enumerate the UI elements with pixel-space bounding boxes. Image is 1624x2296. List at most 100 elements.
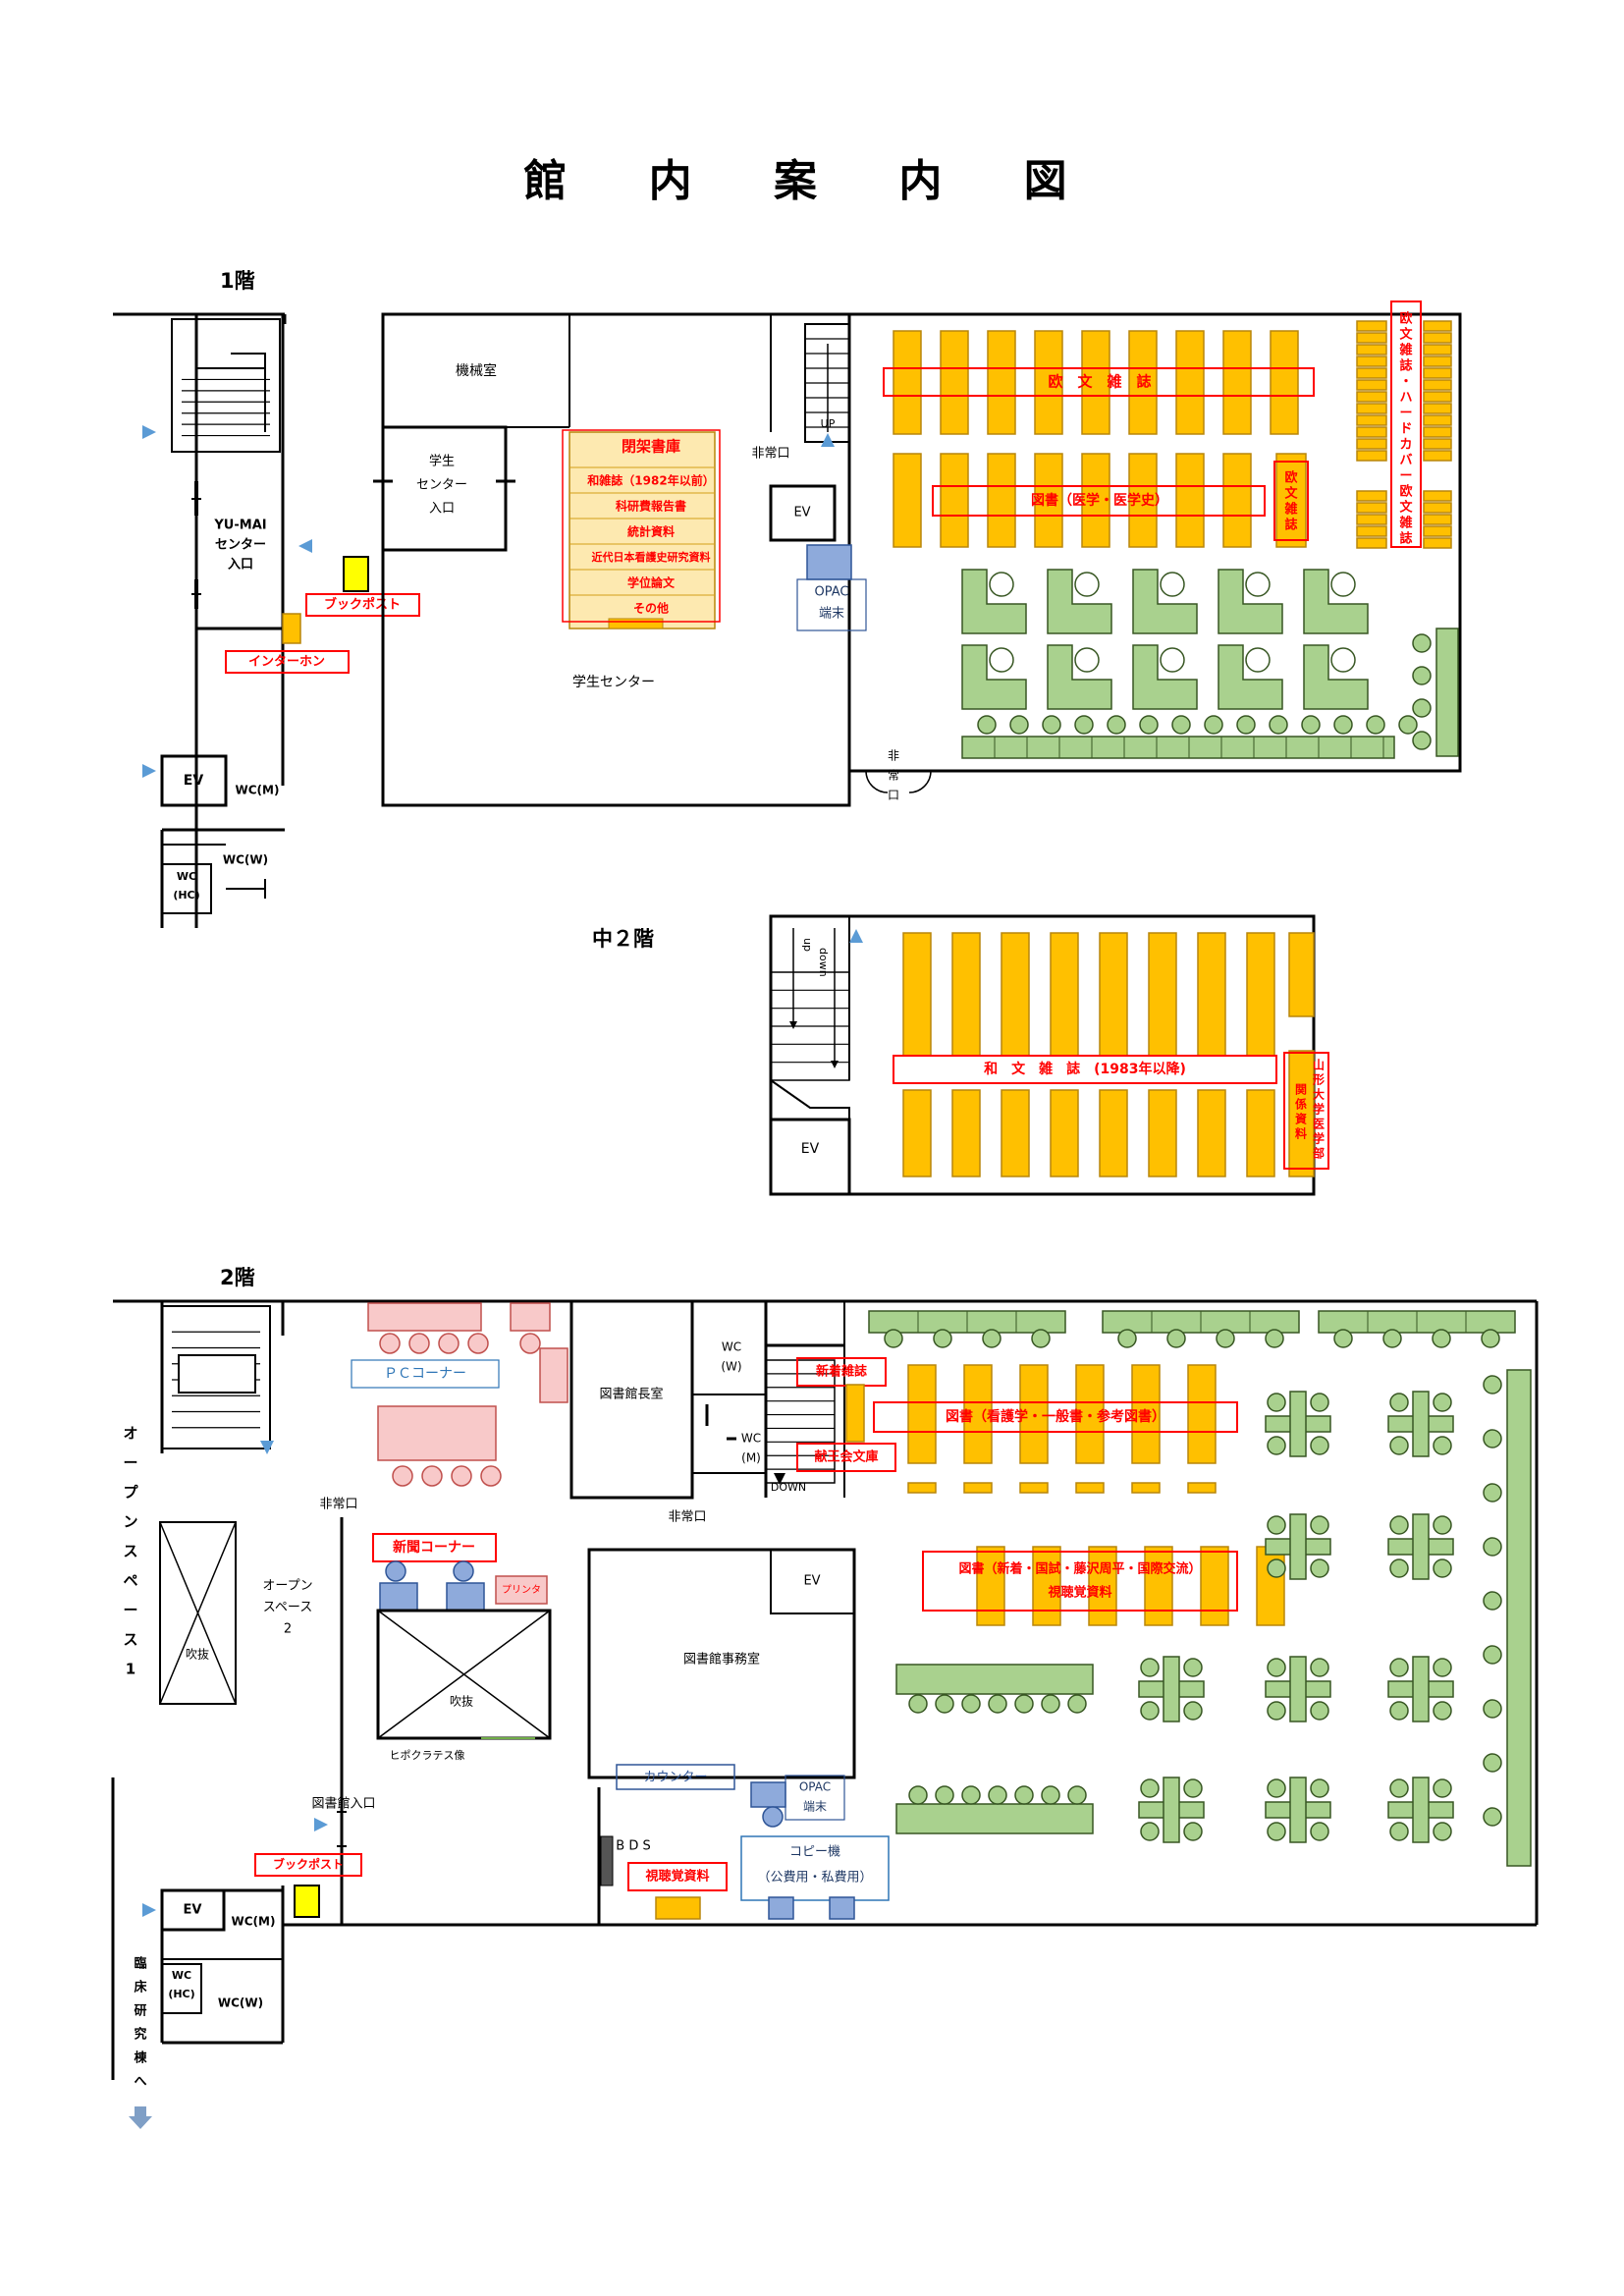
chair	[1160, 647, 1185, 673]
cross-table	[1163, 1656, 1180, 1722]
bookshelf	[1075, 1482, 1105, 1494]
book-post-label: ブックポスト	[273, 1857, 344, 1872]
door-swing	[865, 770, 889, 793]
chair	[961, 1785, 981, 1805]
bookshelf	[1081, 453, 1110, 548]
bookshelf	[987, 330, 1016, 435]
medical-books-label: 図書（医学・医学史）	[1031, 492, 1168, 509]
chair	[1389, 1701, 1409, 1721]
chair	[1166, 1329, 1186, 1348]
emergency-exit-label: 非常口	[668, 1510, 706, 1525]
student-center-entrance-label: センター	[416, 478, 467, 493]
chair	[1042, 715, 1061, 735]
western-hardcover-label: 文	[1399, 327, 1413, 343]
chair	[1433, 1778, 1452, 1798]
bookshelf	[1356, 379, 1387, 391]
bookshelf	[1050, 1089, 1079, 1177]
bookshelf	[1356, 490, 1387, 502]
up-label: up	[801, 938, 814, 952]
closed-stacks	[568, 431, 716, 629]
chair	[1267, 1436, 1286, 1455]
chair	[480, 1465, 502, 1487]
western-hardcover-label: 誌	[1399, 531, 1412, 547]
clinical-building-label: 究	[134, 2027, 146, 2043]
intercom-label-box	[225, 650, 350, 674]
wc-hc-label: WC	[172, 1969, 191, 1982]
western-journals-label-box	[883, 367, 1315, 397]
floor-mezzanine-label: 中２階	[592, 927, 654, 951]
bookshelf	[1356, 514, 1387, 525]
copier-label: コピー機	[789, 1845, 840, 1860]
bookshelf	[1356, 367, 1387, 379]
wc-hc-label: WC	[177, 870, 196, 883]
chair	[908, 1694, 928, 1714]
stairwell	[161, 1305, 271, 1449]
japanese-journals-label: 和 文 雑 誌 (1983年以降)	[984, 1061, 1186, 1077]
atrium	[376, 1609, 552, 1740]
down-label: down	[817, 948, 830, 977]
related-materials-label: 料	[1295, 1126, 1307, 1141]
bookshelf	[1423, 438, 1452, 450]
western-hardcover-label: 雑	[1398, 343, 1412, 358]
yamagata-label: 大	[1313, 1087, 1325, 1102]
wc-hc-label: (HC)	[168, 1988, 194, 2000]
study-carrel	[1047, 569, 1112, 634]
chair	[408, 1333, 430, 1354]
bookshelf	[1356, 537, 1387, 549]
wc-men-label: WC(M)	[236, 784, 280, 797]
stairwell	[765, 1359, 836, 1484]
chair	[1330, 647, 1356, 673]
book-post-label-box	[305, 593, 420, 617]
bookshelf	[902, 1089, 932, 1177]
chair	[977, 715, 997, 735]
chair	[1267, 1658, 1286, 1677]
chair	[1433, 1822, 1452, 1841]
elevator	[160, 754, 228, 807]
stairwell	[171, 318, 281, 453]
chair	[1389, 1515, 1409, 1535]
bookshelf	[1423, 514, 1452, 525]
chair	[1267, 1558, 1286, 1578]
chair	[1310, 1393, 1329, 1412]
bookshelf	[1423, 525, 1452, 537]
atrium-label: 吹抜	[450, 1695, 473, 1709]
yamagata-label: 部	[1313, 1146, 1325, 1161]
copier	[829, 1896, 855, 1920]
chair	[1183, 1778, 1203, 1798]
chair	[453, 1560, 474, 1582]
chair	[1433, 1515, 1452, 1535]
long-table	[1506, 1369, 1532, 1867]
chair	[982, 1329, 1001, 1348]
bookshelf	[1222, 453, 1252, 548]
copier-label-box	[740, 1835, 890, 1901]
opac-label-box	[785, 1775, 845, 1821]
wc-men-label: WC(M)	[232, 1915, 276, 1929]
chair	[1267, 1778, 1286, 1798]
chair	[1140, 1658, 1160, 1677]
atrium-label: 吹抜	[186, 1648, 209, 1662]
chair	[1483, 1375, 1502, 1394]
chair	[1140, 1822, 1160, 1841]
student-center-entrance-label: 学生	[429, 454, 455, 469]
opac-terminal	[806, 544, 852, 580]
wc-women-label: WC(W)	[218, 1996, 263, 2010]
chair	[421, 1465, 443, 1487]
bookshelf	[1423, 379, 1452, 391]
stair-arrow-head	[789, 1021, 797, 1029]
chair	[1483, 1645, 1502, 1665]
bookshelf	[1423, 537, 1452, 549]
ev-label: EV	[793, 506, 810, 520]
western-journals-short-label: 雑	[1283, 502, 1297, 518]
chair	[1310, 1558, 1329, 1578]
bookshelf	[1356, 450, 1387, 462]
bds-gate	[600, 1835, 614, 1886]
japanese-journals-label-box	[893, 1055, 1277, 1084]
cross-table	[1412, 1513, 1430, 1580]
bookshelf	[1356, 332, 1387, 344]
chair	[1389, 1393, 1409, 1412]
chair	[1366, 715, 1385, 735]
entrance-arrow-icon	[142, 1903, 156, 1917]
chair	[1267, 1393, 1286, 1412]
open-space-2-label: オープン	[262, 1579, 312, 1594]
cross-table	[1163, 1777, 1180, 1843]
